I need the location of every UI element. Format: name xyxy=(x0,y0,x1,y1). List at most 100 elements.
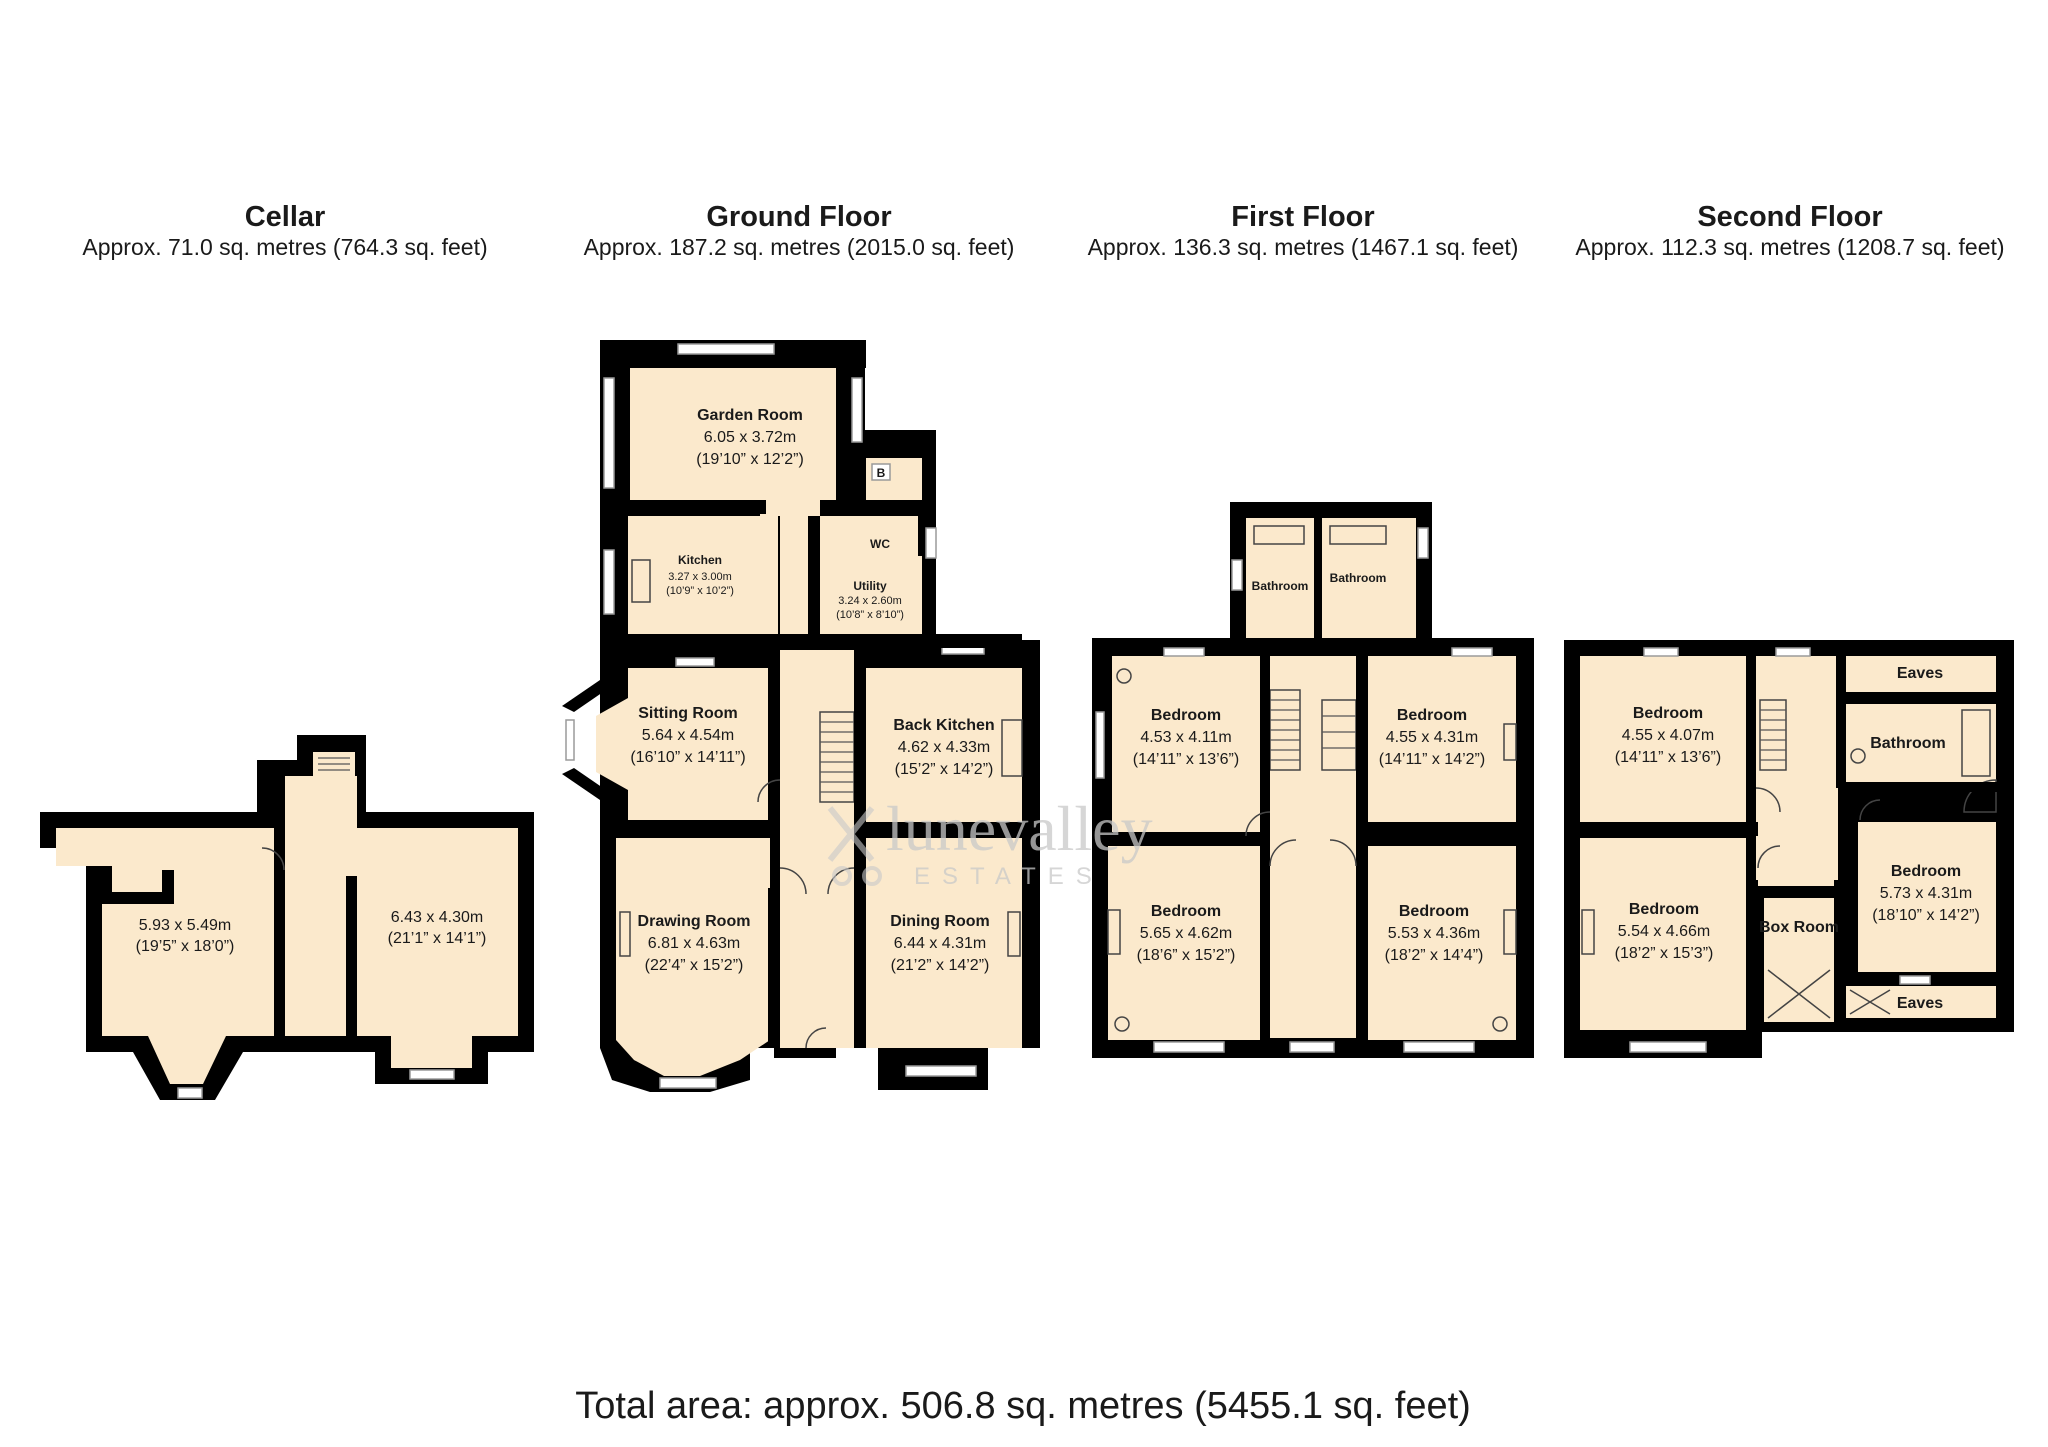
back-kitchen-imperial: (15’2” x 14’2”) xyxy=(895,761,994,778)
sf-wall-bath-bottom xyxy=(1870,782,2006,792)
garden-room-pillar-tr xyxy=(836,340,866,368)
ground-floor-area: Approx. 187.2 sq. metres (2015.0 sq. fee… xyxy=(584,234,1015,260)
first-bedroom-bl-imperial: (18’6” x 15’2”) xyxy=(1137,947,1236,964)
kitchen-name: Kitchen xyxy=(678,553,722,567)
second-eaves-bottom-name: Eaves xyxy=(1897,995,1943,1012)
gf-wall-drawing-top xyxy=(612,824,780,838)
ff-fireplace-br xyxy=(1503,909,1517,955)
first-bedroom-br xyxy=(1368,846,1516,1040)
gf-door-arc-front xyxy=(805,1027,827,1049)
dining-room-fireplace xyxy=(1007,911,1021,957)
kitchen-window xyxy=(603,549,615,615)
garden-room-pillar-tl xyxy=(600,340,630,368)
gf-wall-sitting-right xyxy=(768,660,780,830)
ff-basin-br xyxy=(1492,1016,1508,1032)
sf-wall-landing-left xyxy=(1746,648,1756,828)
dining-room-metric: 6.44 x 4.31m xyxy=(894,935,987,952)
watermark-logo-icon xyxy=(827,806,882,886)
second-box-room-name: Box Room xyxy=(1759,919,1839,936)
first-bedroom-bl-metric: 5.65 x 4.62m xyxy=(1140,925,1233,942)
garden-room xyxy=(630,368,836,500)
cellar-right-imperial: (21’1” x 14’1”) xyxy=(388,930,487,947)
back-kitchen-cupboard xyxy=(1001,719,1023,777)
first-bedroom-tr-metric: 4.55 x 4.31m xyxy=(1386,729,1479,746)
sf-wall-bl-right xyxy=(1746,880,1758,1030)
sitting-room-bay-window-1 xyxy=(565,719,575,761)
kitchen-metric: 3.27 x 3.00m xyxy=(668,571,732,583)
cellar-right-room xyxy=(357,828,518,1068)
cellar-corridor xyxy=(285,776,357,1036)
ground-floor-plan: B WC xyxy=(562,340,1040,1092)
first-bedroom-tl-name: Bedroom xyxy=(1151,707,1221,724)
ff-fireplace-bl xyxy=(1107,909,1121,955)
gf-wall-backkitchen-left xyxy=(854,660,866,830)
drawing-room-metric: 6.81 x 4.63m xyxy=(648,935,741,952)
cellar-left-metric: 5.93 x 5.49m xyxy=(139,917,232,934)
boiler-label: B xyxy=(877,466,886,480)
first-bedroom-br-metric: 5.53 x 4.36m xyxy=(1388,925,1481,942)
ff-window-tl-left xyxy=(1095,711,1105,779)
second-eaves-top-name: Eaves xyxy=(1897,665,1943,682)
second-bedroom-tl xyxy=(1580,656,1746,822)
second-floor-plan: Bedroom 4.55 x 4.07m (14’11” x 13’6”) Ea… xyxy=(1564,640,2014,1058)
cellar-window-right xyxy=(409,1069,455,1080)
gf-wall-kitchen-top xyxy=(612,500,766,514)
ff-door-arc-3 xyxy=(1245,811,1271,837)
cellar-wall-mid-right xyxy=(346,876,357,1036)
sf-window-tl-top xyxy=(1643,647,1679,657)
drawing-room xyxy=(616,838,770,1076)
cellar-stair-landing xyxy=(313,752,355,782)
boiler-box xyxy=(871,463,891,481)
sf-fireplace-bl xyxy=(1581,909,1595,955)
back-kitchen-metric: 4.62 x 4.33m xyxy=(898,739,991,756)
first-bathroom-1-name: Bathroom xyxy=(1252,579,1309,593)
first-bathroom-1 xyxy=(1246,518,1314,638)
second-bedroom-r-imperial: (18’10” x 14’2”) xyxy=(1872,907,1980,924)
second-bath xyxy=(1961,709,1991,777)
first-landing xyxy=(1270,656,1356,1038)
second-bedroom-tl-imperial: (14’11” x 13’6”) xyxy=(1615,749,1721,766)
second-bedroom-bl-imperial: (18’2” x 15’3”) xyxy=(1615,945,1714,962)
sf-wall-eaves-split xyxy=(1846,692,2006,704)
back-kitchen-name: Back Kitchen xyxy=(893,717,994,734)
garden-room-metric: 6.05 x 3.72m xyxy=(704,429,797,446)
sitting-room xyxy=(596,668,770,820)
total-area: Total area: approx. 506.8 sq. metres (54… xyxy=(575,1385,1471,1427)
utility-name: Utility xyxy=(853,579,887,593)
ff-window-tr-top xyxy=(1451,647,1493,657)
entrance-hall xyxy=(780,650,854,1048)
second-eaves-top xyxy=(1846,656,1996,692)
second-bathroom-name: Bathroom xyxy=(1870,735,1946,752)
second-bedroom-tl-metric: 4.55 x 4.07m xyxy=(1622,727,1715,744)
wc-room xyxy=(864,516,918,556)
kitchen-imperial: (10’9” x 10’2”) xyxy=(666,585,734,597)
first-bathroom-2 xyxy=(1322,518,1416,638)
garden-room-window-right xyxy=(851,377,863,443)
second-floor-heading: Second Floor Approx. 112.3 sq. metres (1… xyxy=(1575,201,2004,260)
second-bedroom-bl-metric: 5.54 x 4.66m xyxy=(1618,923,1711,940)
utility-window xyxy=(925,527,937,559)
drawing-room-imperial: (22’4” x 15’2”) xyxy=(645,957,744,974)
kitchen-sink xyxy=(631,559,651,603)
dining-room-name: Dining Room xyxy=(890,913,990,930)
first-bedroom-tr xyxy=(1368,656,1516,822)
second-stairs xyxy=(1759,699,1787,771)
first-bath-1 xyxy=(1253,525,1305,545)
watermark-sub: ESTATES xyxy=(914,863,1104,890)
utility-room-upper xyxy=(820,516,864,558)
sf-window-r-bottom xyxy=(1899,975,1931,985)
cellar-left-imperial: (19’5” x 18’0”) xyxy=(136,938,235,955)
ff-wall-landing-right xyxy=(1356,648,1368,1042)
second-bedroom-r-metric: 5.73 x 4.31m xyxy=(1880,885,1973,902)
cellar-partition xyxy=(102,866,174,904)
cellar-heading: Cellar Approx. 71.0 sq. metres (764.3 sq… xyxy=(82,201,487,260)
gf-wall-front-back xyxy=(612,634,1022,648)
second-bathroom xyxy=(1846,704,1996,782)
ground-floor-title: Ground Floor xyxy=(706,201,891,233)
second-box-room xyxy=(1764,898,1834,1022)
first-bedroom-tl-metric: 4.53 x 4.11m xyxy=(1140,729,1231,746)
cellar-right-metric: 6.43 x 4.30m xyxy=(391,909,484,926)
ff-basin-bl xyxy=(1114,1016,1130,1032)
dining-room xyxy=(866,838,1022,1048)
